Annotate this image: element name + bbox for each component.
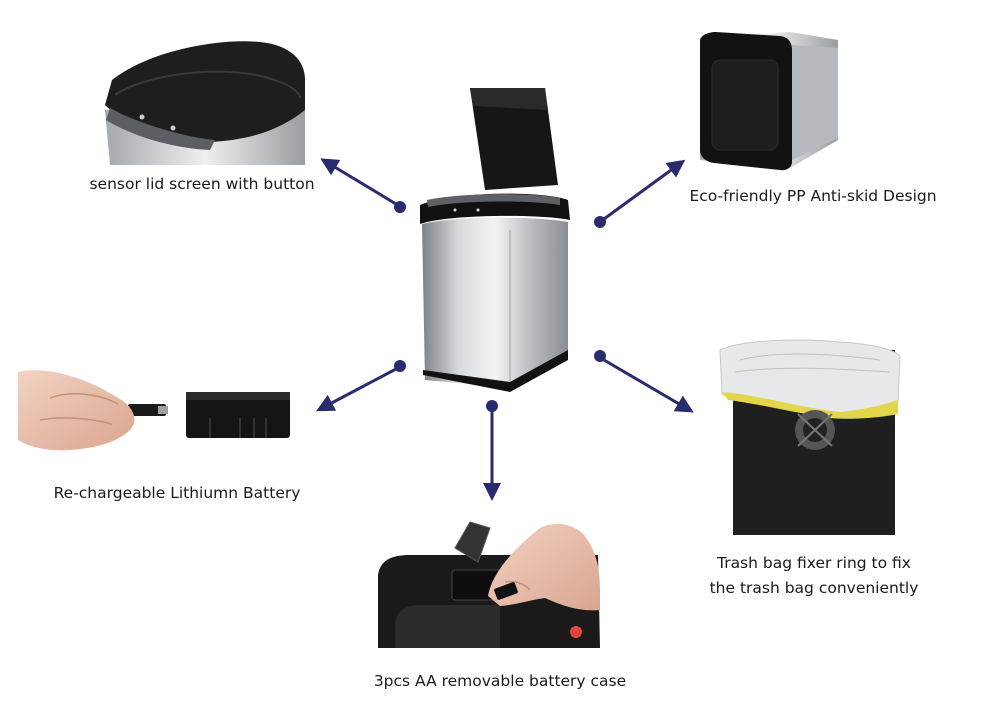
arrow-to-bag-ring [594, 350, 694, 413]
caption-aa-case: 3pcs AA removable battery case [373, 672, 627, 690]
arrow-to-battery [316, 360, 406, 412]
sensor-lid-image [105, 41, 305, 165]
caption-anti-skid: Eco-friendly PP Anti-skid Design [689, 187, 937, 205]
caption-bag-ring-line1: Trash bag fixer ring to fix [717, 554, 911, 572]
arrow-to-sensor-lid [320, 158, 406, 213]
arrow-to-anti-skid [594, 159, 686, 228]
caption-sensor-lid: sensor lid screen with button [89, 175, 315, 193]
bag-fixer-ring-image [719, 339, 901, 535]
main-bin-image [420, 88, 570, 392]
lithium-battery-image [18, 370, 290, 451]
aa-battery-case-image [378, 521, 600, 648]
arrow-to-aa-case [483, 400, 501, 501]
caption-battery: Re-chargeable Lithiumn Battery [53, 484, 301, 502]
arrows [316, 158, 694, 501]
caption-bag-ring-line2: the trash bag conveniently [709, 579, 919, 597]
anti-skid-image [700, 32, 838, 171]
